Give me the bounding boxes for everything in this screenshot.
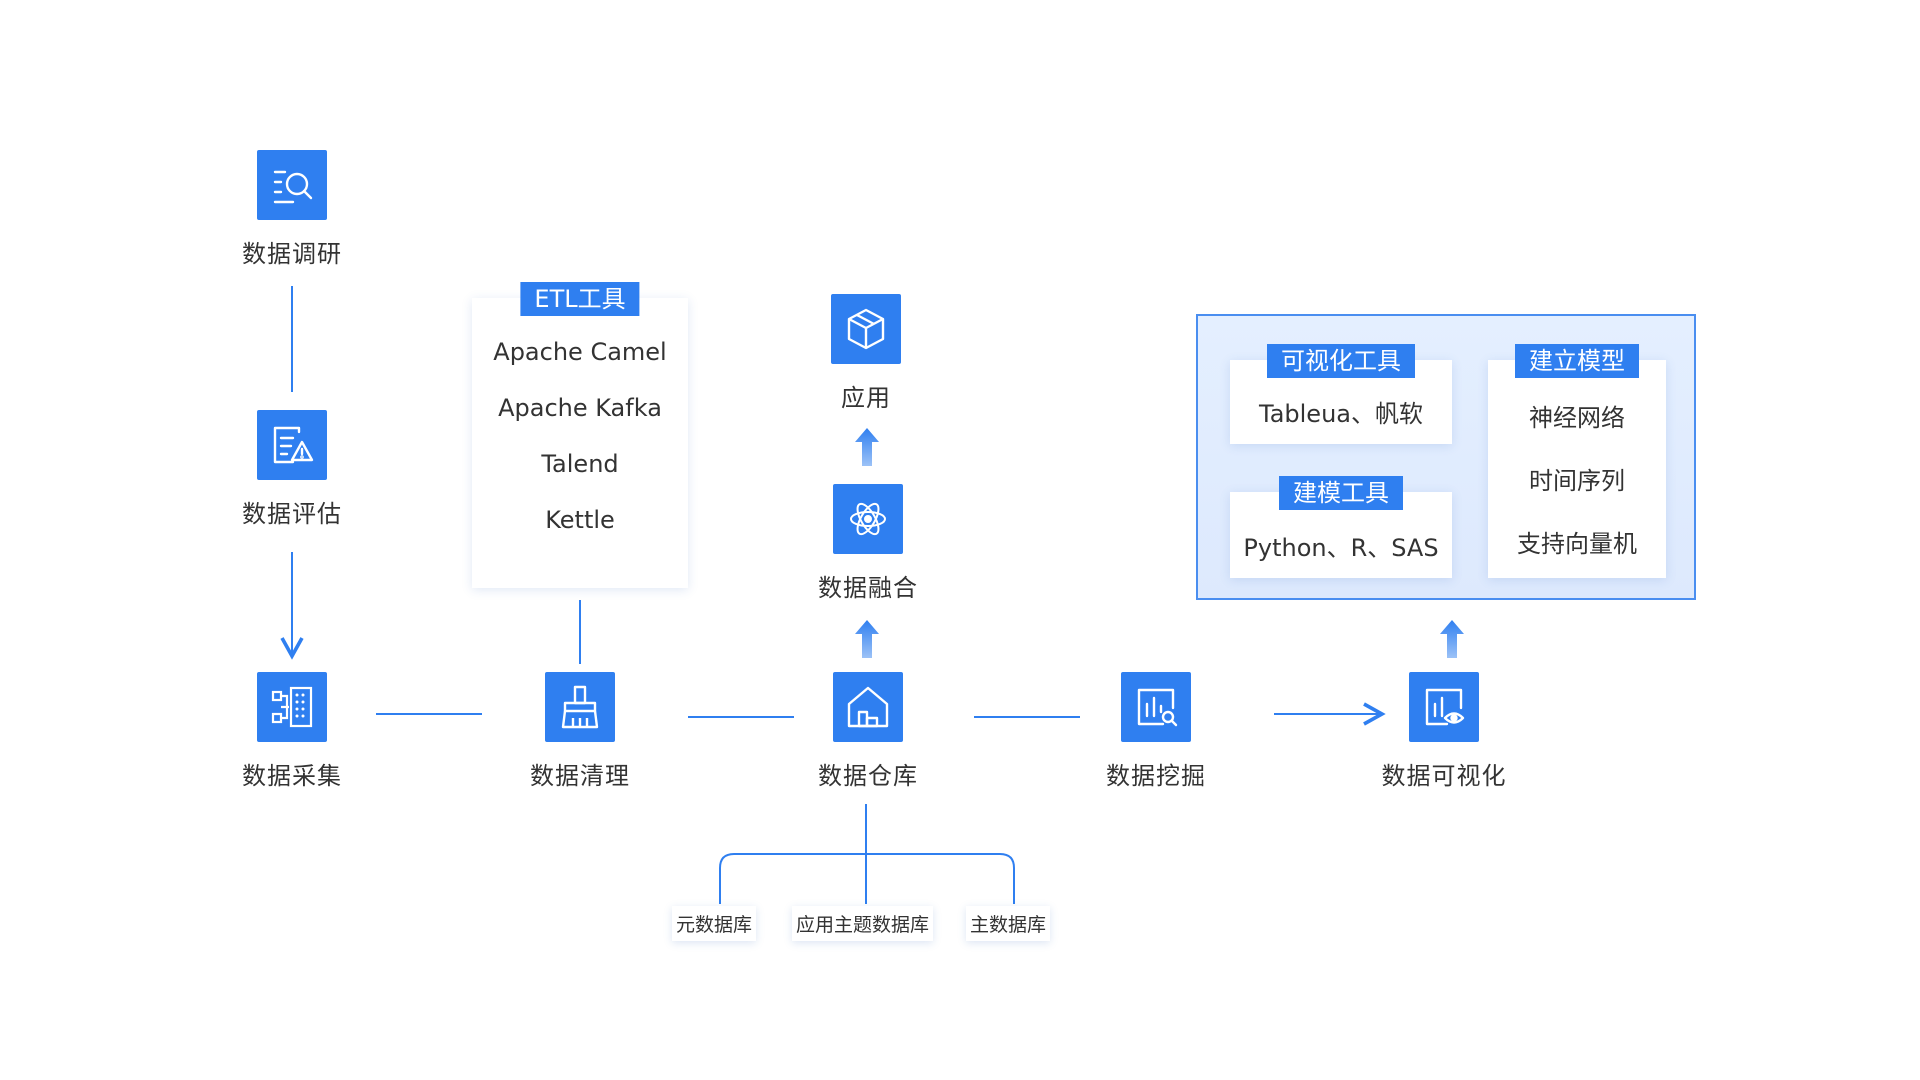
node-research: 数据调研: [182, 150, 402, 269]
node-clean: 数据清理: [470, 672, 690, 791]
up-arrow-visualize-panel: [1440, 620, 1464, 658]
node-label: 数据评估: [242, 500, 342, 528]
etl-tools-list: Apache Camel Apache Kafka Talend Kettle: [472, 298, 688, 534]
node-label: 应用: [841, 384, 891, 412]
broom-icon: [545, 672, 615, 742]
node-label: 数据采集: [242, 762, 342, 790]
model-tools-title: 建模工具: [1279, 476, 1403, 510]
search-list-icon: [257, 150, 327, 220]
models-title: 建立模型: [1515, 344, 1639, 378]
warehouse-icon: [833, 672, 903, 742]
warning-document-icon: [257, 410, 327, 480]
model-tools-card: 建模工具 Python、R、SAS: [1230, 476, 1452, 578]
model-item: 神经网络: [1529, 404, 1625, 432]
node-label: 数据仓库: [818, 762, 918, 790]
etl-tool-item: Apache Kafka: [498, 394, 662, 422]
node-assess: 数据评估: [182, 410, 402, 529]
db-metadata: 元数据库: [672, 906, 757, 941]
etl-tool-item: Talend: [541, 450, 619, 478]
chart-eye-icon: [1409, 672, 1479, 742]
atom-icon: [833, 484, 903, 554]
chart-search-icon: [1121, 672, 1191, 742]
model-item: 支持向量机: [1517, 530, 1637, 558]
node-label: 数据可视化: [1381, 762, 1507, 790]
node-fusion: 数据融合: [758, 484, 978, 603]
node-label: 数据融合: [818, 574, 918, 602]
etl-tools-card: ETL工具 Apache Camel Apache Kafka Talend K…: [472, 282, 688, 588]
etl-tool-item: Apache Camel: [493, 338, 667, 366]
up-arrow-warehouse-fusion: [855, 620, 879, 658]
node-mining: 数据挖掘: [1046, 672, 1266, 791]
node-visualize: 数据可视化: [1334, 672, 1554, 791]
db-app-topic: 应用主题数据库: [792, 906, 934, 941]
model-tools-list: Python、R、SAS: [1230, 492, 1452, 563]
node-label: 数据调研: [242, 240, 342, 268]
up-arrow-fusion-application: [855, 428, 879, 466]
viz-tool-item: Tableua、帆软: [1259, 400, 1423, 428]
model-tool-item: Python、R、SAS: [1243, 534, 1439, 562]
node-label: 数据挖掘: [1106, 762, 1206, 790]
cube-icon: [831, 294, 901, 364]
viz-tools-title: 可视化工具: [1267, 344, 1415, 378]
models-list: 神经网络 时间序列 支持向量机: [1488, 360, 1666, 559]
node-label: 数据清理: [530, 762, 630, 790]
etl-tools-title: ETL工具: [520, 282, 640, 316]
models-card: 建立模型 神经网络 时间序列 支持向量机: [1488, 344, 1666, 578]
node-application: 应用: [756, 294, 976, 413]
node-warehouse: 数据仓库: [758, 672, 978, 791]
grid-collect-icon: [257, 672, 327, 742]
analysis-tools-panel: 可视化工具 Tableua、帆软 建模工具 Python、R、SAS 建立模型 …: [1196, 314, 1696, 600]
db-master: 主数据库: [966, 906, 1051, 941]
viz-tools-card: 可视化工具 Tableua、帆软: [1230, 344, 1452, 444]
node-collect: 数据采集: [182, 672, 402, 791]
connector-warehouse-databases: [719, 804, 1015, 904]
viz-tools-list: Tableua、帆软: [1230, 360, 1452, 429]
etl-tool-item: Kettle: [545, 506, 615, 534]
model-item: 时间序列: [1529, 467, 1625, 495]
